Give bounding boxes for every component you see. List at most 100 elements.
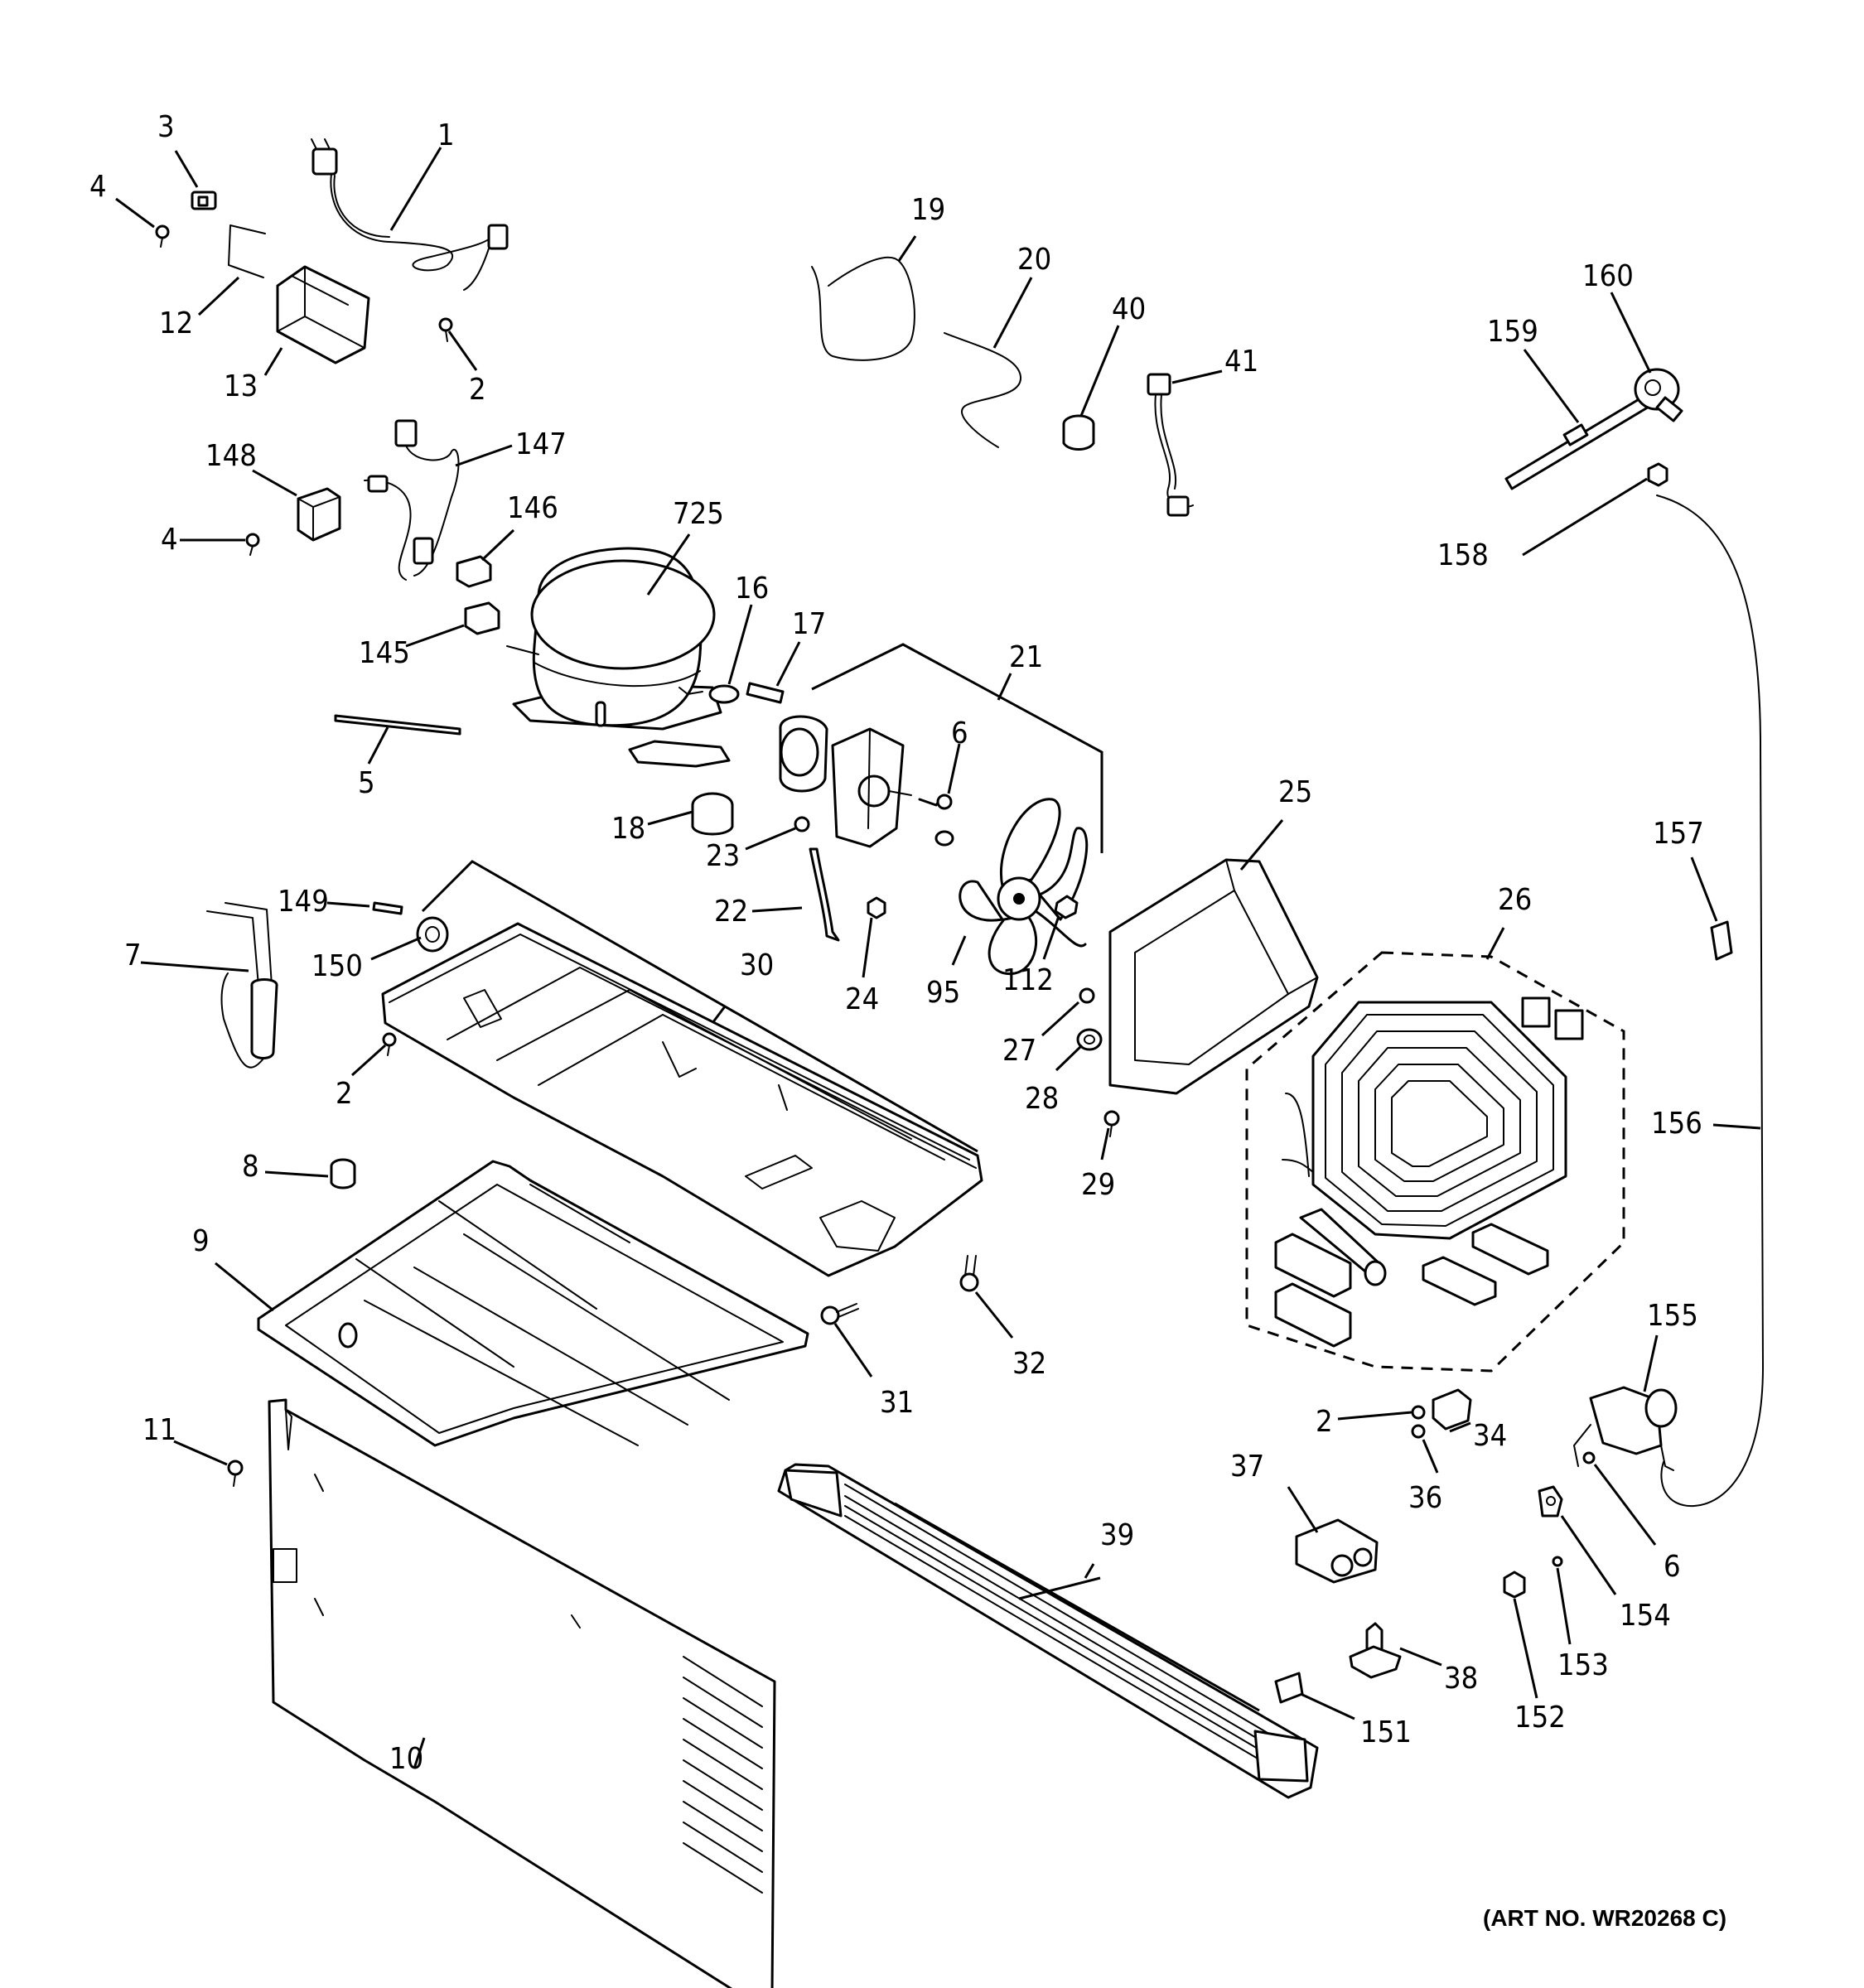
callout-159: 159 [1487, 315, 1538, 349]
water-valve-155 [1573, 1386, 1678, 1471]
washer-153 [1552, 1556, 1563, 1567]
callout-32: 32 [1012, 1347, 1046, 1381]
bracket-22 [809, 847, 840, 942]
tube-5 [334, 714, 461, 736]
screw-11 [227, 1460, 244, 1487]
screw-27 [1079, 987, 1095, 1004]
callout-153: 153 [1557, 1648, 1609, 1682]
nut-158 [1647, 462, 1668, 487]
callout-112: 112 [1002, 963, 1054, 997]
callout-158: 158 [1437, 538, 1489, 572]
harness-41 [1147, 373, 1194, 517]
tube-20 [944, 332, 1022, 448]
callout-23: 23 [706, 839, 740, 873]
callout-5: 5 [358, 766, 375, 800]
callout-37: 37 [1230, 1450, 1264, 1484]
callout-154: 154 [1620, 1599, 1671, 1633]
leader-lines [115, 147, 1761, 1769]
screw-4-top [155, 224, 170, 248]
connector-145 [464, 601, 500, 635]
art-number: (ART NO. WR20268 C) [1483, 1905, 1726, 1931]
clip-12 [228, 224, 266, 278]
callout-31: 31 [880, 1386, 914, 1420]
pin-149 [372, 901, 403, 915]
callout-148: 148 [205, 439, 257, 473]
washer [934, 830, 954, 847]
clip-157 [1710, 920, 1733, 961]
callout-29: 29 [1081, 1168, 1115, 1202]
callout-19: 19 [911, 193, 945, 227]
clamp-154 [1538, 1485, 1563, 1518]
nut-152 [1503, 1571, 1526, 1599]
callout-155: 155 [1647, 1299, 1698, 1333]
callout-3: 3 [157, 110, 175, 144]
screw-frame [382, 1032, 397, 1056]
drain-pan-9 [257, 1160, 809, 1447]
shroud-25 [1108, 858, 1319, 1095]
callout-30: 30 [740, 948, 774, 982]
callout-157: 157 [1653, 817, 1704, 851]
callout-20: 20 [1017, 243, 1051, 277]
nut-112 [1054, 895, 1079, 919]
callout-40: 40 [1112, 292, 1146, 326]
tube-7 [206, 902, 278, 1069]
clip-151 [1274, 1672, 1304, 1704]
fill-tube-159 [1504, 394, 1652, 490]
callout-2-bracket: 2 [1316, 1405, 1333, 1439]
callout-41: 41 [1224, 345, 1258, 379]
grommet-28 [1076, 1028, 1103, 1051]
callout-145: 145 [359, 636, 410, 670]
callout-6-valve: 6 [1664, 1550, 1681, 1584]
callout-9: 9 [192, 1224, 210, 1258]
clip-3 [191, 191, 217, 210]
callout-28: 28 [1025, 1082, 1059, 1116]
callout-labels: 1 2 2 2 2 3 4 4 5 6 6 7 8 9 10 11 12 13 … [89, 110, 1726, 1931]
callout-95: 95 [926, 976, 960, 1010]
callout-151: 151 [1360, 1715, 1412, 1749]
grommet-40 [1062, 414, 1095, 451]
callout-1: 1 [437, 118, 455, 152]
compressor-725 [506, 547, 731, 768]
callout-13: 13 [224, 369, 258, 403]
harness-147 [364, 419, 460, 581]
bracket-34 [1432, 1388, 1472, 1431]
grommet-18 [691, 792, 734, 836]
rear-panel-10 [268, 1398, 776, 1988]
part-drawings [155, 138, 1764, 1988]
callout-149: 149 [278, 885, 329, 919]
screw-4-mid [245, 533, 260, 556]
screw-6-valve [1582, 1451, 1596, 1464]
callout-6-fan: 6 [951, 717, 968, 750]
callout-22: 22 [714, 895, 748, 929]
tube-19 [811, 256, 915, 361]
callout-24: 24 [845, 982, 879, 1016]
toe-grille-39 [777, 1463, 1319, 1799]
callout-4-mid: 4 [161, 523, 178, 557]
screw-2-bracket [1411, 1405, 1426, 1420]
callout-36: 36 [1408, 1481, 1442, 1515]
callout-725: 725 [673, 497, 724, 531]
fan-motor-21 [779, 715, 912, 848]
callout-21: 21 [1009, 640, 1043, 674]
roller-bracket-37 [1295, 1518, 1379, 1584]
relay-148 [297, 487, 341, 542]
callout-7: 7 [124, 939, 142, 972]
grommet-150 [416, 916, 449, 953]
screw-29 [1103, 1110, 1120, 1137]
callout-8: 8 [242, 1150, 259, 1184]
connector-146 [456, 555, 492, 588]
callout-25: 25 [1278, 775, 1312, 809]
clip-17 [746, 682, 785, 704]
leveling-leg-38 [1349, 1622, 1402, 1679]
callout-27: 27 [1002, 1034, 1036, 1068]
base-frame-30 [381, 922, 983, 1277]
screw-36 [1411, 1424, 1426, 1439]
callout-2-frame: 2 [336, 1077, 353, 1111]
callout-18: 18 [611, 812, 645, 846]
callout-11: 11 [142, 1413, 176, 1447]
screw-32 [959, 1255, 979, 1292]
water-tube-156 [1656, 495, 1764, 1508]
power-cord [311, 138, 509, 291]
grommet-16 [708, 684, 740, 704]
